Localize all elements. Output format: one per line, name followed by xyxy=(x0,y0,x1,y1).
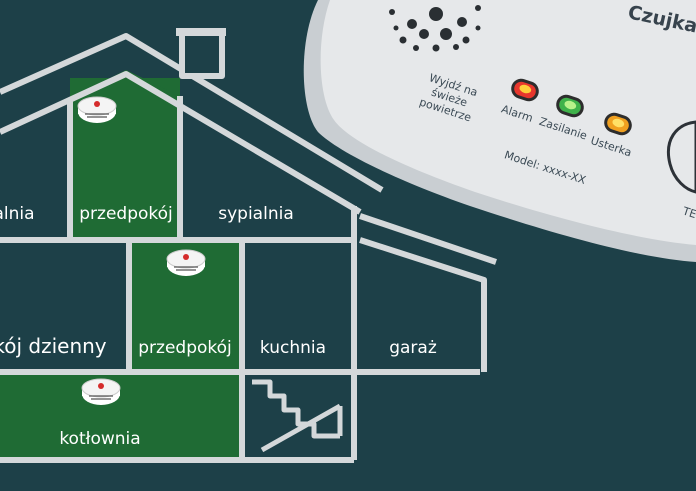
smoke-detector-icon xyxy=(81,378,121,405)
room-label-living-room: kój dzienny xyxy=(0,334,107,358)
fault-led-icon xyxy=(604,112,632,136)
room-label-hallway-middle: przedpokój xyxy=(138,338,232,358)
room-label-bedroom: sypialnia xyxy=(218,204,294,224)
house-outline xyxy=(0,28,497,463)
alarm-led-icon xyxy=(511,78,539,102)
room-label-kitchen: kuchnia xyxy=(260,338,326,358)
speaker-grille xyxy=(389,5,481,52)
smoke-detector-icon xyxy=(166,249,206,276)
detector-device: Czujka t Wyjdź na świeże powietrze Alarm… xyxy=(303,0,696,262)
room-label-hallway-upper: przedpokój xyxy=(79,204,173,224)
power-led-icon xyxy=(556,94,584,118)
smoke-detector-icon xyxy=(77,96,117,123)
room-label-garage: garaż xyxy=(389,338,437,358)
room-label-boiler-room: kotłownia xyxy=(59,429,140,449)
room-label-bedroom-left: alnia xyxy=(0,204,35,224)
test-label: TE xyxy=(680,204,696,221)
room-fill-boiler-room xyxy=(0,374,241,460)
test-button xyxy=(667,120,696,194)
